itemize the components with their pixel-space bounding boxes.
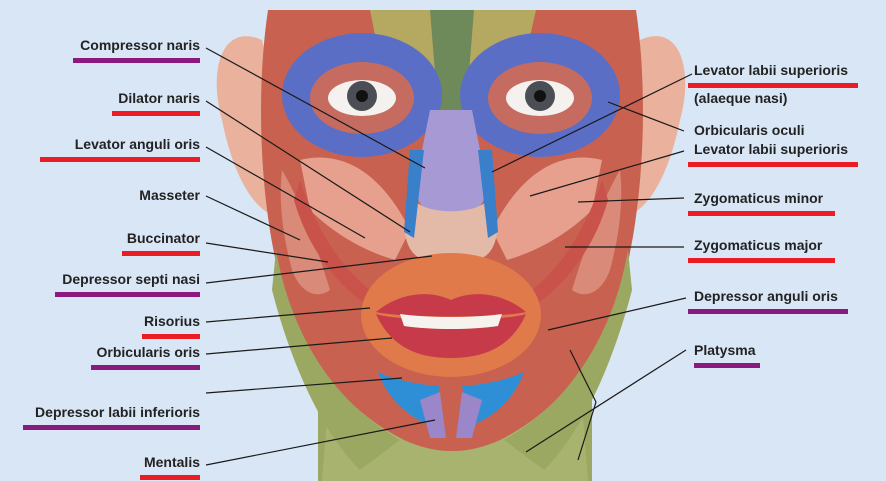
underline-levator-labii-superioris bbox=[688, 162, 858, 167]
underline-levator-anguli-oris bbox=[40, 157, 200, 162]
label-levator-anguli-oris: Levator anguli oris bbox=[75, 136, 200, 153]
label-risorius: Risorius bbox=[144, 313, 200, 330]
label-buccinator: Buccinator bbox=[127, 230, 200, 247]
label-zygomaticus-major: Zygomaticus major bbox=[694, 237, 822, 254]
label-alaeque-nasi: (alaeque nasi) bbox=[694, 90, 787, 107]
label-mentalis: Mentalis bbox=[144, 454, 200, 471]
underline-depressor-anguli-oris bbox=[688, 309, 848, 314]
underline-platysma bbox=[694, 363, 760, 368]
label-depressor-anguli-oris: Depressor anguli oris bbox=[694, 288, 838, 305]
pupil-left bbox=[356, 90, 368, 102]
underline-depressor-labii-inferioris bbox=[23, 425, 200, 430]
underline-mentalis bbox=[140, 475, 200, 480]
label-platysma: Platysma bbox=[694, 342, 755, 359]
underline-buccinator bbox=[122, 251, 200, 256]
underline-depressor-septi-nasi bbox=[55, 292, 200, 297]
label-masseter: Masseter bbox=[139, 187, 200, 204]
label-dilator-naris: Dilator naris bbox=[118, 90, 200, 107]
label-zygomaticus-minor: Zygomaticus minor bbox=[694, 190, 823, 207]
label-orbicularis-oculi: Orbicularis oculi bbox=[694, 122, 804, 139]
label-levator-labii-superioris: Levator labii superioris bbox=[694, 141, 848, 158]
underline-zygomaticus-major bbox=[688, 258, 835, 263]
label-depressor-septi-nasi: Depressor septi nasi bbox=[62, 271, 200, 288]
label-orbicularis-oris: Orbicularis oris bbox=[97, 344, 200, 361]
underline-risorius bbox=[142, 334, 200, 339]
pupil-right bbox=[534, 90, 546, 102]
underline-levator-labii-superioris-alaeque bbox=[688, 83, 858, 88]
label-compressor-naris: Compressor naris bbox=[80, 37, 200, 54]
label-depressor-labii-inferioris: Depressor labii inferioris bbox=[35, 404, 200, 421]
label-levator-labii-superioris-alaeque: Levator labii superioris bbox=[694, 62, 848, 79]
underline-orbicularis-oris bbox=[91, 365, 200, 370]
underline-compressor-naris bbox=[73, 58, 200, 63]
underline-zygomaticus-minor bbox=[688, 211, 835, 216]
underline-dilator-naris bbox=[112, 111, 200, 116]
